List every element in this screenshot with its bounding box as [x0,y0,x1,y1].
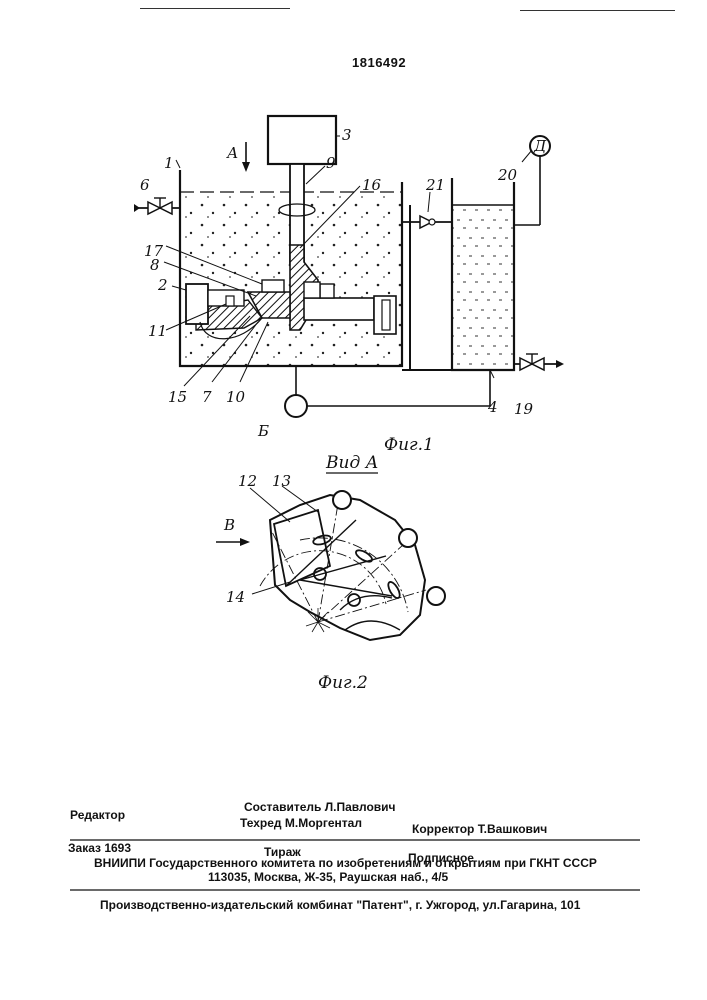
label-19: 19 [514,400,534,418]
label-4: 4 [487,398,498,416]
label-16: 16 [362,176,382,194]
fig2-caption: Фиг.2 [318,673,368,693]
label-13: 13 [272,472,291,490]
imprint-org: ВНИИПИ Государственного комитета по изоб… [94,856,597,870]
label-b: Б [257,422,269,440]
label-10: 10 [226,388,246,406]
label-15: 15 [168,388,187,406]
imprint-techred: Техред М.Моргентал [240,816,362,830]
imprint-order: Заказ 1693 [68,841,131,855]
label-14: 14 [226,588,245,606]
label-9: 9 [326,154,336,172]
imprint-address: 113035, Москва, Ж-35, Раушская наб., 4/5 [208,870,448,884]
imprint-compiler: Составитель Л.Павлович [244,800,396,814]
fixture-2 [186,284,208,324]
label-7: 7 [202,388,212,406]
label-2: 2 [157,276,168,294]
roller-middle [399,529,417,547]
label-1: 1 [164,154,174,172]
label-v: В [223,516,235,534]
inlet-valve-6 [148,202,160,214]
label-11: 11 [148,322,167,340]
imprint-editor: Редактор [70,808,125,822]
label-d: Д [533,137,547,155]
pump-b [285,395,307,417]
second-tank-liquid [452,206,514,368]
label-20: 20 [497,166,518,184]
figure-1: 1 6 А 3 9 16 21 20 Д 17 8 2 11 15 7 10 4… [134,116,564,455]
imprint-corrector: Корректор Т.Вашкович [412,822,547,836]
label-21: 21 [425,176,445,194]
roller-bottom [427,587,445,605]
imprint-publisher: Производственно-издательский комбинат "П… [100,898,580,912]
drive-shaft [304,298,374,320]
view-a-title: Вид А [325,453,379,473]
label-6: 6 [140,176,150,194]
figure-2: Вид А [216,453,445,693]
fig1-caption: Фиг.1 [384,435,434,455]
roller-top [333,491,351,509]
label-3: 3 [342,126,352,144]
label-a: А [226,144,238,162]
outlet-valve-19 [520,358,532,370]
label-8: 8 [150,256,160,274]
label-12: 12 [238,472,257,490]
